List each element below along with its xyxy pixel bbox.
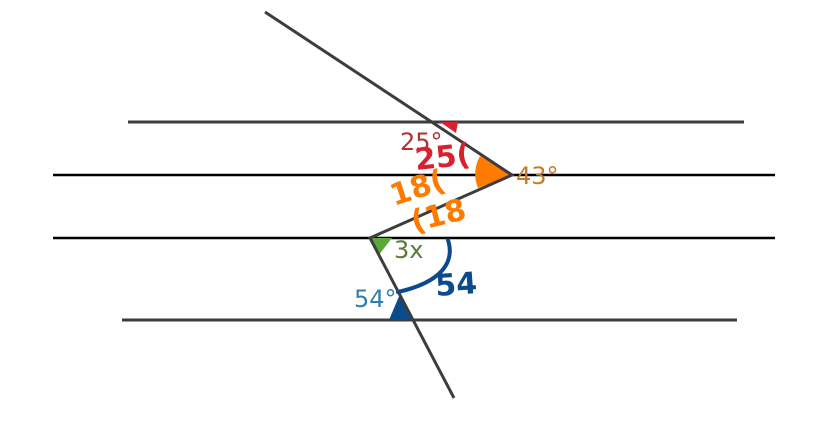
angle-label-bottom: 54° (354, 285, 397, 313)
annotation-blue: 54 (434, 266, 478, 304)
angle-label-right: 43° (516, 162, 559, 190)
angle-marker-middle (370, 238, 392, 256)
angle-marker-right (475, 156, 512, 188)
angle-label-middle: 3x (394, 236, 423, 264)
angle-marker-bottom (389, 294, 412, 320)
transversal-zigzag (264, 10, 516, 399)
annotation-blue-arc (396, 238, 452, 294)
annotation-red: 25( (413, 137, 472, 178)
angle-label-top: 25° (400, 128, 443, 156)
angle-marker-top (440, 122, 458, 133)
